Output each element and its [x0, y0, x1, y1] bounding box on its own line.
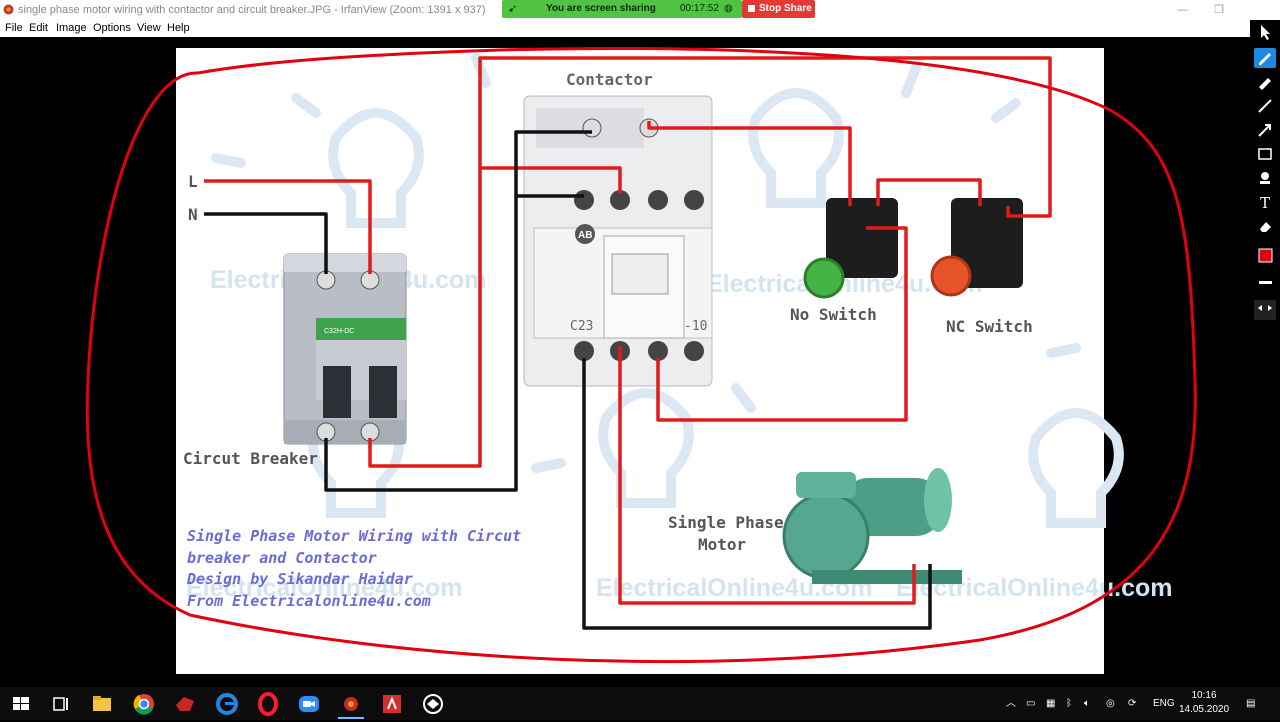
contactor-c23-label: C23 — [570, 319, 593, 334]
motor-label-line1: Single Phase — [668, 513, 784, 532]
taskbar: ︿ ▭ ▦ ᛒ 🔈︎ ◎ ⟳ ENG 10:16 14.05.2020 ▤ — [0, 687, 1280, 720]
motor-label-line2: Motor — [698, 535, 747, 554]
menu-options[interactable]: Options — [93, 22, 131, 34]
neutral-terminal-label: N — [188, 205, 198, 224]
marker-icon[interactable] — [1254, 72, 1276, 92]
menu-image[interactable]: Image — [56, 22, 87, 34]
description-line: From Electricalonline4u.com — [187, 591, 431, 610]
share-timer: 00:17:52 — [680, 3, 719, 14]
shield-icon: ◍ — [724, 3, 733, 14]
annotation-toolbar: T — [1250, 20, 1280, 320]
network-icon[interactable]: ▦ — [1046, 698, 1056, 709]
no-push-button — [803, 198, 898, 299]
menu-file[interactable]: File — [5, 22, 23, 34]
start-icon[interactable] — [8, 691, 34, 717]
file-explorer-icon[interactable] — [89, 691, 115, 717]
volume-icon[interactable]: 🔈︎ — [1084, 698, 1090, 709]
maximize-button[interactable]: ❐ — [1214, 4, 1224, 16]
stop-icon — [748, 5, 755, 12]
task-view-icon[interactable] — [48, 691, 74, 717]
app-circle-icon[interactable] — [420, 691, 446, 717]
cursor-icon[interactable] — [1254, 22, 1276, 42]
share-icon: ➹ — [508, 3, 518, 15]
contactor-c10-label: -10 — [684, 319, 707, 334]
arrow-icon[interactable] — [1254, 120, 1276, 140]
window-title: single phase motor wiring with contactor… — [18, 4, 486, 16]
clock[interactable]: 10:16 14.05.2020 — [1178, 689, 1230, 717]
app-red-icon[interactable] — [172, 691, 198, 717]
no-switch-label: No Switch — [790, 305, 877, 324]
wiring-diagram-image: ElectricalOnline4u.com ElectricalOnline4… — [176, 48, 1173, 674]
screen-share-banner: ➹ You are screen sharing 00:17:52 ◍ Stop… — [502, 0, 815, 18]
breaker-model-label: C32H-DC — [324, 328, 354, 335]
contactor-label: Contactor — [566, 70, 653, 89]
bluetooth-icon[interactable]: ᛒ — [1066, 698, 1072, 709]
circuit-breaker — [283, 253, 407, 445]
stop-share-button[interactable]: Stop Share — [742, 0, 815, 18]
notifications-icon[interactable]: ▤ — [1246, 698, 1256, 709]
nc-switch-label: NC Switch — [946, 317, 1033, 336]
description-line: Design by Sikandar Haidar — [187, 570, 413, 588]
irfanview-app-icon — [3, 4, 14, 15]
security-icon[interactable]: ◎ — [1106, 698, 1115, 709]
edge-icon[interactable] — [214, 691, 240, 717]
minimize-button[interactable]: — — [1177, 4, 1189, 16]
eraser-icon[interactable] — [1254, 216, 1276, 236]
line-width-icon[interactable] — [1254, 272, 1276, 292]
rectangle-icon[interactable] — [1254, 144, 1276, 164]
stamp-icon[interactable] — [1254, 168, 1276, 188]
menu-help[interactable]: Help — [167, 22, 190, 34]
battery-icon[interactable]: ▭ — [1026, 698, 1036, 709]
sync-icon[interactable]: ⟳ — [1128, 698, 1137, 709]
expand-icon[interactable] — [1254, 300, 1276, 320]
circuit-breaker-label: Circut Breaker — [183, 449, 318, 468]
single-phase-motor — [782, 468, 962, 584]
diagram-description: Single Phase Motor Wiring with Circut br… — [187, 526, 521, 612]
contactor — [523, 95, 713, 387]
description-line: Single Phase Motor Wiring with Circut — [187, 527, 522, 545]
description-line: breaker and Contactor — [187, 548, 377, 567]
color-swatch[interactable] — [1254, 246, 1276, 266]
menu-bar: File Edit Image Options View Help — [0, 20, 1280, 37]
text-icon[interactable]: T — [1254, 192, 1276, 212]
language-indicator[interactable]: ENG — [1153, 698, 1175, 709]
line-terminal-label: L — [188, 172, 198, 191]
show-hidden-icons[interactable]: ︿ — [1006, 698, 1016, 709]
chrome-icon[interactable] — [131, 691, 157, 717]
title-bar: single phase motor wiring with contactor… — [0, 0, 1280, 20]
stop-share-label: Stop Share — [759, 3, 812, 14]
zoom-icon[interactable] — [296, 691, 322, 717]
svg-text:T: T — [1260, 194, 1270, 212]
line-icon[interactable] — [1254, 96, 1276, 116]
clock-date: 14.05.2020 — [1178, 704, 1230, 715]
opera-icon[interactable] — [255, 691, 281, 717]
ab-logo: AB — [578, 230, 592, 241]
menu-view[interactable]: View — [137, 22, 161, 34]
screen-share-status: ➹ You are screen sharing 00:17:52 ◍ — [502, 0, 742, 18]
menu-edit[interactable]: Edit — [29, 22, 48, 34]
acrobat-icon[interactable] — [379, 691, 405, 717]
close-button[interactable] — [1250, 0, 1280, 20]
clock-time: 10:16 — [1191, 690, 1217, 701]
pen-icon[interactable] — [1254, 48, 1276, 68]
irfanview-icon[interactable] — [338, 691, 364, 719]
share-message: You are screen sharing — [546, 3, 656, 14]
